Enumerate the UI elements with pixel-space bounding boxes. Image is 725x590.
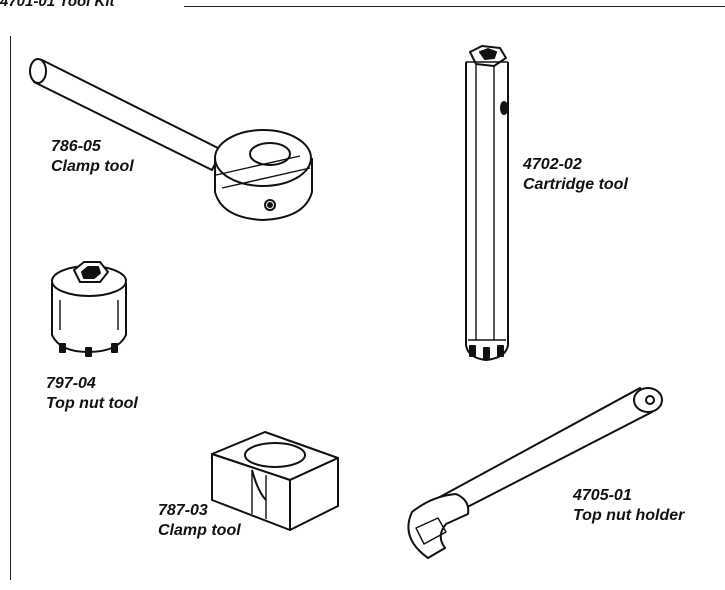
tool-name: Clamp tool bbox=[51, 158, 134, 175]
cartridge-tool-4702-02-drawing bbox=[465, 45, 509, 361]
tool-name: Top nut holder bbox=[573, 507, 685, 524]
part-number: 797-04 bbox=[46, 375, 96, 392]
part-number: 786-05 bbox=[51, 138, 101, 155]
header-rule bbox=[184, 6, 725, 7]
top-nut-holder-4705-01-drawing bbox=[407, 387, 663, 559]
tool-label-797-04: 797-04 Top nut tool bbox=[46, 374, 138, 414]
part-number: 787-03 bbox=[158, 502, 208, 519]
tool-name: Cartridge tool bbox=[523, 176, 628, 193]
top-nut-tool-797-04-drawing bbox=[51, 261, 127, 357]
tool-name: Top nut tool bbox=[46, 395, 138, 412]
tool-label-787-03: 787-03 Clamp tool bbox=[158, 501, 241, 541]
tool-name: Clamp tool bbox=[158, 522, 241, 539]
tool-label-4702-02: 4702-02 Cartridge tool bbox=[523, 155, 628, 195]
tool-label-4705-01: 4705-01 Top nut holder bbox=[573, 486, 684, 526]
part-number: 4705-01 bbox=[573, 487, 632, 504]
tool-label-786-05: 786-05 Clamp tool bbox=[51, 137, 134, 177]
clamp-tool-786-05-drawing bbox=[29, 58, 313, 221]
left-border-rule bbox=[10, 36, 11, 580]
part-number: 4702-02 bbox=[523, 156, 582, 173]
kit-title: 4701-01 Tool Kit bbox=[0, 0, 115, 10]
clamp-tool-787-03-drawing bbox=[211, 431, 339, 531]
